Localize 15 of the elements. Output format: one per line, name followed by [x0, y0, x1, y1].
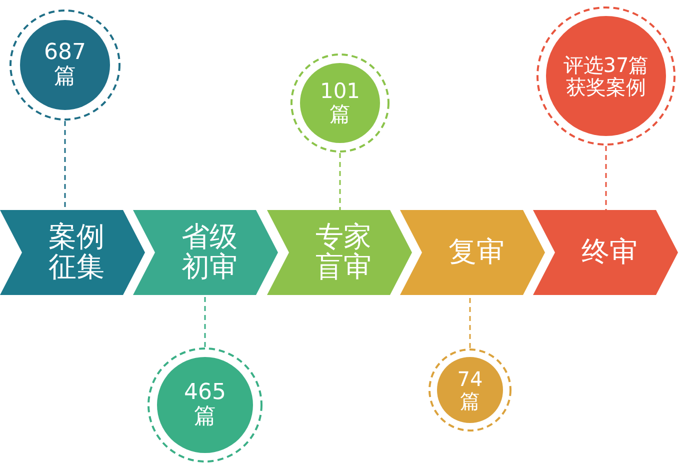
step-label: 省级初审 [180, 222, 238, 284]
connector-line [204, 295, 206, 347]
count-label: 465篇 [183, 381, 227, 430]
connector-line [64, 121, 66, 210]
count-label: 74篇 [456, 368, 484, 412]
connector-line [339, 153, 341, 210]
count-label: 评选37篇获奖案例 [562, 54, 650, 98]
step-label: 复审 [448, 237, 506, 268]
step-label: 专家盲审 [314, 222, 372, 284]
count-label: 687篇 [43, 41, 87, 90]
count-label: 101篇 [318, 80, 362, 126]
connector-line [469, 295, 471, 348]
step-label: 终审 [580, 237, 638, 268]
connector-line [605, 146, 607, 210]
step-label: 案例征集 [48, 222, 106, 284]
